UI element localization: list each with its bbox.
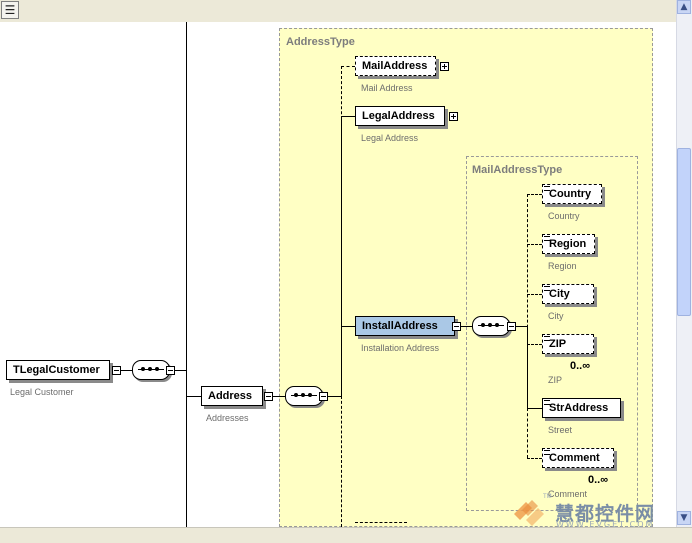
element-description: City [548,311,564,321]
collapse-icon[interactable] [112,366,121,375]
optional-branch-line [527,408,528,458]
branch-line [341,116,342,396]
element-tlegalcustomer[interactable]: TLegalCustomer [6,360,110,380]
watermark-subtext: WWW.EVGET.COM [556,520,655,529]
connector [527,244,542,245]
element-name: Region [549,238,587,250]
connector [527,344,542,345]
optional-branch-line [527,194,528,408]
element-straddress[interactable]: StrAddress [542,398,621,418]
connector [175,370,186,371]
vertical-scroll-thumb[interactable] [677,148,691,316]
address-type-label: AddressType [286,36,355,48]
connector [341,326,355,327]
branch-line [527,326,528,408]
watermark-trademark: TM [543,494,552,500]
expand-icon[interactable] [449,112,458,121]
cardinality-label: 0..∞ [588,474,609,486]
element-name: ZIP [549,338,567,350]
connector [121,370,132,371]
element-name: MailAddress [362,60,428,72]
connector [527,194,542,195]
element-description: Country [548,211,580,221]
element-partial[interactable] [355,522,407,523]
collapse-icon[interactable] [166,366,175,375]
element-installaddress[interactable]: InstallAddress [355,316,455,336]
diagram-view-button[interactable]: ☰ [1,1,19,19]
element-description: Street [548,425,573,435]
element-description: Mail Address [361,83,413,93]
mail-address-type-label: MailAddressType [472,164,563,176]
element-name: Comment [549,452,600,464]
attribute-marker-icon [544,286,550,291]
connector [186,396,201,397]
element-region[interactable]: Region [542,234,595,254]
connector [327,396,341,397]
element-name: Address [208,390,253,402]
element-name: Country [549,188,592,200]
optional-branch-line [341,396,342,527]
attribute-marker-icon [544,400,550,405]
collapse-icon[interactable] [319,392,328,401]
connector [527,458,542,459]
attribute-marker-icon [544,450,550,455]
element-description: Addresses [206,413,249,423]
sequence-compositor-icon [472,316,510,336]
element-description: Installation Address [361,343,440,353]
element-zip[interactable]: ZIP [542,334,594,354]
connector [273,396,285,397]
sequence-compositor-icon [285,386,323,406]
element-city[interactable]: City [542,284,594,304]
element-country[interactable]: Country [542,184,602,204]
diagram-view-icon: ☰ [4,3,16,17]
element-name: InstallAddress [362,320,438,332]
toolbar [0,0,676,22]
connector [515,326,527,327]
horizontal-scrollbar[interactable] [0,527,692,543]
expand-icon[interactable] [440,62,449,71]
connector [527,294,542,295]
evget-logo-icon [514,500,544,526]
watermark-text: 慧都控件网 [555,503,656,525]
element-name: City [549,288,570,300]
element-name: LegalAddress [362,110,435,122]
element-mailaddress[interactable]: MailAddress [355,56,436,76]
collapse-icon[interactable] [507,322,516,331]
scroll-up-arrow-icon[interactable]: ▲ [677,0,691,14]
element-description: Region [548,261,577,271]
connector [341,116,355,117]
element-legaladdress[interactable]: LegalAddress [355,106,445,126]
scroll-down-arrow-icon[interactable]: ▼ [677,511,691,525]
collapse-icon[interactable] [264,392,273,401]
element-comment[interactable]: Comment [542,448,614,468]
cardinality-label: 0..∞ [570,360,591,372]
element-description: Legal Address [361,133,419,143]
element-description: Legal Customer [10,387,74,397]
attribute-marker-icon [544,336,550,341]
connector [341,66,355,67]
element-name: StrAddress [549,402,609,414]
sequence-compositor-icon [132,360,170,380]
column-separator [186,22,187,527]
element-description: ZIP [548,375,563,385]
element-description: Comment [548,489,588,499]
element-address[interactable]: Address [201,386,263,406]
element-name: TLegalCustomer [13,364,100,376]
attribute-marker-icon [544,186,550,191]
attribute-marker-icon [544,236,550,241]
collapse-icon[interactable] [452,322,461,331]
connector [461,326,472,327]
connector [527,408,542,409]
